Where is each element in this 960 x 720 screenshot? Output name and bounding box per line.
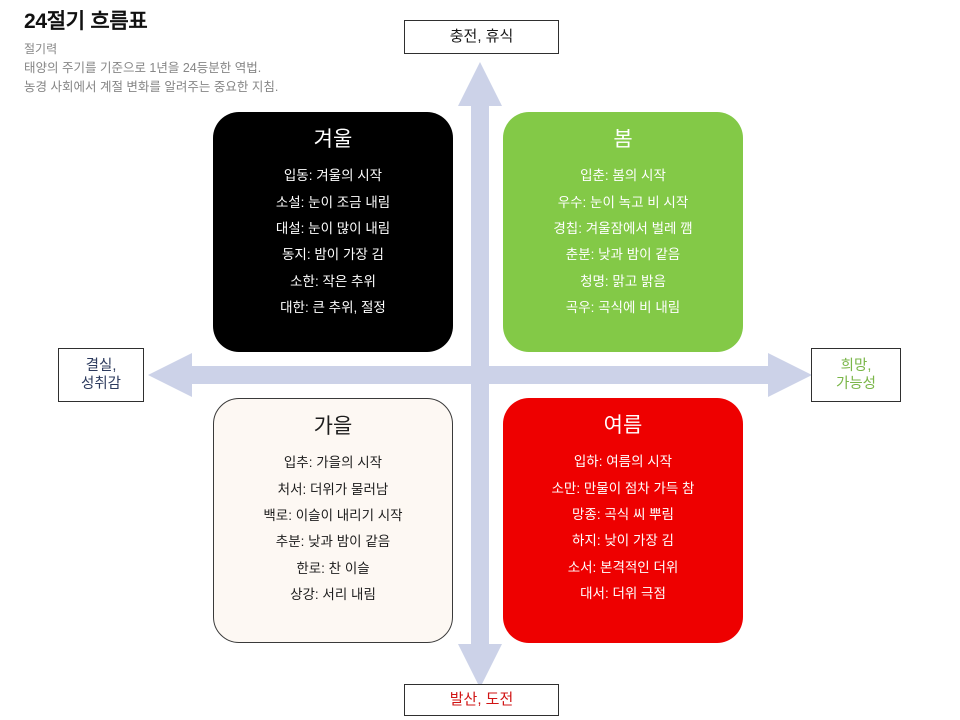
solar-term-item: 대설: 눈이 많이 내림 [275, 220, 391, 236]
axis-label-left-line-1: 결실, [85, 357, 117, 374]
axis-label-right: 희망, 가능성 [811, 348, 901, 402]
solar-term-item: 입추: 가을의 시작 [283, 455, 383, 471]
solar-term-item: 경칩: 겨울잠에서 벌레 깸 [553, 220, 693, 236]
subtitle-line-1: 태양의 주기를 기준으로 1년을 24등분한 역법. [24, 60, 262, 75]
solar-term-item: 대한: 큰 추위, 절정 [280, 299, 386, 315]
horizontal-axis-arrow [148, 353, 812, 397]
vertical-axis-arrow [458, 62, 502, 688]
axis-label-right-line-2: 가능성 [835, 376, 877, 392]
solar-term-item: 상강: 서리 내림 [290, 586, 376, 602]
solar-term-item: 소설: 눈이 조금 내림 [275, 194, 391, 210]
solar-term-item: 입하: 여름의 시작 [573, 454, 673, 470]
quadrant-title-winter: 겨울 [313, 128, 353, 151]
subtitle-line-2: 농경 사회에서 계절 변화를 알려주는 중요한 지침. [24, 80, 279, 95]
solar-term-item: 소만: 만물이 점차 가득 참 [551, 480, 695, 496]
axis-label-bottom-text: 발산, 도전 [449, 690, 514, 708]
axis-label-left-line-2: 성취감 [80, 376, 122, 392]
axis-label-right-line-1: 희망, [840, 357, 872, 374]
axis-label-top: 충전, 휴식 [404, 20, 559, 54]
axis-label-left: 결실, 성취감 [58, 348, 144, 402]
page-title: 24절기 흐름표 [24, 10, 148, 33]
solar-term-item: 춘분: 낮과 밤이 같음 [565, 247, 681, 263]
axis-label-bottom: 발산, 도전 [404, 684, 559, 716]
solar-term-item: 소서: 본격적인 더위 [567, 559, 679, 575]
solar-term-item: 하지: 낮이 가장 김 [572, 533, 674, 549]
solar-term-item: 소한: 작은 추위 [290, 273, 376, 289]
solar-term-item: 망종: 곡식 씨 뿌림 [572, 506, 674, 522]
solar-term-item: 청명: 맑고 밝음 [580, 273, 666, 289]
subtitle-block: 절기력 태양의 주기를 기준으로 1년을 24등분한 역법. 농경 사회에서 계… [24, 40, 444, 97]
solar-term-item: 입춘: 봄의 시작 [580, 168, 666, 184]
solar-term-item: 한로: 찬 이슬 [296, 560, 370, 576]
solar-term-item: 백로: 이슬이 내리기 시작 [263, 507, 403, 523]
solar-term-item: 동지: 밤이 가장 김 [282, 247, 384, 263]
axis-label-top-text: 충전, 휴식 [449, 27, 514, 45]
quadrant-title-spring: 봄 [613, 128, 633, 151]
quadrant-title-autumn: 가을 [313, 415, 353, 438]
header: 24절기 흐름표 절기력 태양의 주기를 기준으로 1년을 24등분한 역법. … [24, 8, 444, 98]
subtitle-lead: 절기력 [24, 42, 58, 57]
solar-term-item: 입동: 겨울의 시작 [283, 168, 383, 184]
solar-term-item: 곡우: 곡식에 비 내림 [565, 299, 681, 315]
solar-term-item: 대서: 더위 극점 [580, 585, 666, 601]
quadrant-title-summer: 여름 [603, 414, 643, 437]
solar-term-item: 추분: 낮과 밤이 같음 [275, 534, 391, 550]
solar-term-item: 처서: 더위가 물러남 [277, 481, 389, 497]
solar-term-item: 우수: 눈이 녹고 비 시작 [557, 194, 689, 210]
